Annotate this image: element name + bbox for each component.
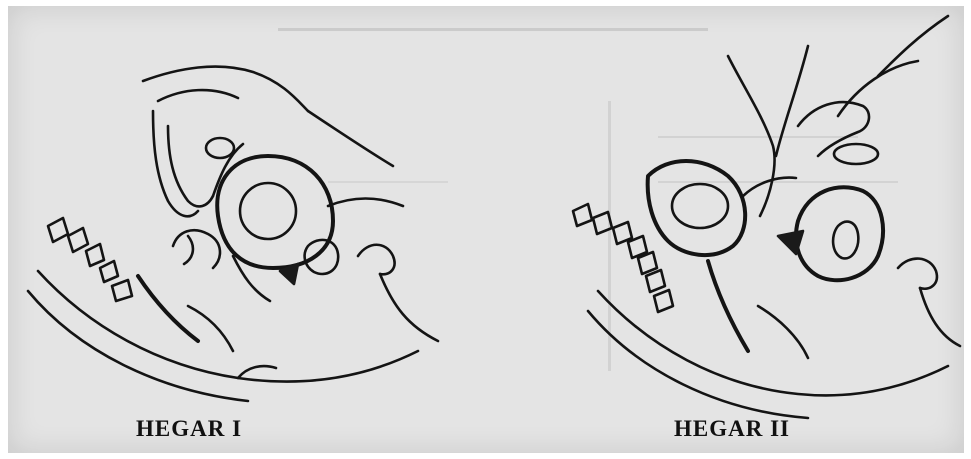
hegar-ii-panel: HEGAR II [478,6,964,453]
hegar-ii-illustration [478,6,964,453]
hegar-i-panel: HEGAR I [8,6,478,453]
hegar-i-caption: HEGAR I [136,416,242,442]
scanned-page: HEGAR I [8,6,964,453]
hegar-i-illustration [8,6,478,453]
hegar-ii-caption: HEGAR II [674,416,790,442]
